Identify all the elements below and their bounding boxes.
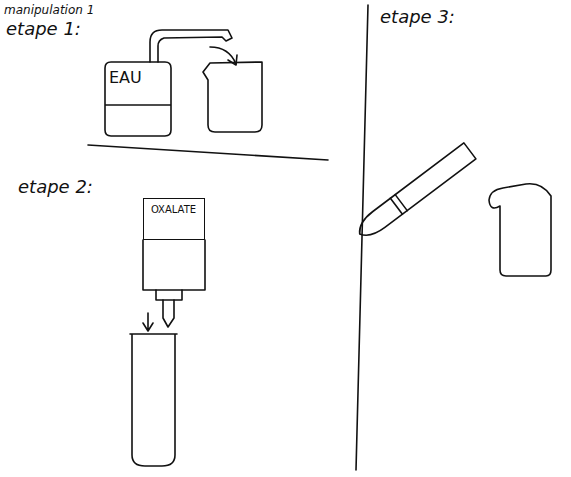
bottle-outline [105,62,171,136]
wash-bottle [489,184,551,276]
water-bottle: EAU [103,60,173,138]
separator-line [88,145,328,160]
tube-neck [156,290,182,300]
beaker [203,62,262,132]
tube-nozzle [163,300,174,327]
drop-arrow [143,313,153,331]
pipette-band [390,195,407,215]
pipette-body [354,143,476,242]
pour-arrow-head [228,55,237,65]
pour-arrow [210,47,236,64]
node-label: OXALATE [144,205,203,215]
oxalate-tube: OXALATE [143,198,205,240]
tube-body [143,240,205,290]
step-label: etape 1: [6,20,81,38]
heading-label: manipulation 1 [4,4,94,16]
pipette [354,143,476,242]
bottle-spout [150,30,232,62]
test-tube [130,334,177,466]
separator-line [356,5,368,470]
node-label: EAU [109,70,142,86]
step-label: etape 3: [380,8,455,26]
bottle-mark [105,104,171,106]
step-label: etape 2: [18,178,93,196]
